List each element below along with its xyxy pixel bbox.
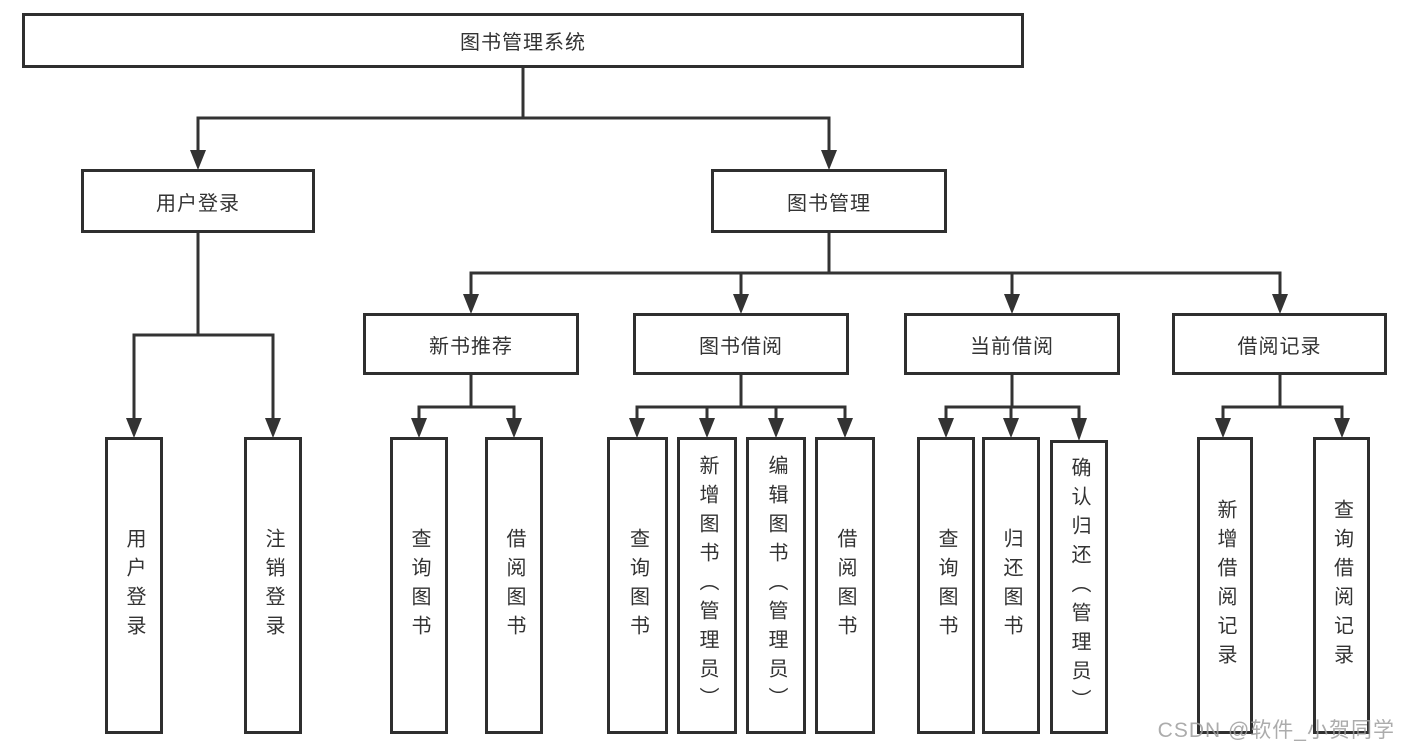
leaf-add-books-admin: 新增图书（管理员） [677,437,737,734]
arrow-down-icon [1272,294,1288,314]
leaf-label: 借阅图书 [834,527,856,644]
leaf-return-books: 归还图书 [982,437,1040,734]
arrow-down-icon [126,418,142,438]
leaf-query-books-current: 查询图书 [917,437,975,734]
leaf-label: 归还图书 [1000,527,1022,644]
leaf-label: 借阅图书 [503,527,525,644]
arrow-down-icon [821,150,837,170]
csdn-watermark: CSDN @软件_小贺同学 [1157,719,1395,742]
arrow-down-icon [190,150,206,170]
leaf-label: 查询借阅记录 [1330,498,1353,673]
node-label: 图书管理系统 [460,32,586,54]
node-label: 用户登录 [156,192,240,215]
leaf-logout: 注销登录 [244,437,302,734]
node-label: 借阅记录 [1237,335,1322,358]
leaf-label: 查询图书 [408,527,430,644]
leaf-borrow-books-recommend: 借阅图书 [485,437,543,734]
node-book-borrow: 图书借阅 [633,313,849,375]
leaf-query-borrow-record: 查询借阅记录 [1313,437,1370,734]
connector-new-book-to-leaves [411,373,522,438]
connector-current-borrow-to-leaves [938,373,1087,441]
arrow-down-icon [411,418,427,438]
leaf-label: 查询图书 [935,527,957,644]
node-label: 图书借阅 [699,335,783,358]
arrow-down-icon [1003,418,1019,438]
leaf-user-login: 用户登录 [105,437,163,734]
node-label: 新书推荐 [429,335,513,358]
arrow-down-icon [265,418,281,438]
arrow-down-icon [837,418,853,438]
leaf-label: 新增借阅记录 [1214,498,1236,673]
leaf-edit-books-admin: 编辑图书（管理员） [746,437,806,734]
arrow-down-icon [938,418,954,438]
node-current-borrow: 当前借阅 [904,313,1120,375]
leaf-label: 编辑图书（管理员） [765,455,787,716]
connector-book-borrow-to-leaves [629,373,853,438]
node-label: 图书管理 [787,192,871,215]
leaf-confirm-return-admin: 确认归还（管理员） [1050,440,1108,734]
connector-user-login-to-leaves [126,230,281,438]
node-label: 当前借阅 [970,335,1054,358]
leaf-borrow-books: 借阅图书 [815,437,875,734]
arrow-down-icon [629,418,645,438]
arrow-down-icon [1215,418,1231,438]
node-root-system: 图书管理系统 [22,13,1024,68]
node-new-book-recommend: 新书推荐 [363,313,579,375]
node-user-login: 用户登录 [81,169,315,233]
arrow-down-icon [768,418,784,438]
leaf-label: 用户登录 [123,527,145,644]
arrow-down-icon [699,418,715,438]
node-borrow-record: 借阅记录 [1172,313,1387,375]
arrow-down-icon [463,294,479,314]
arrow-down-icon [1334,418,1350,438]
arrow-down-icon [1004,294,1020,314]
arrow-down-icon [506,418,522,438]
leaf-label: 新增图书（管理员） [696,455,718,716]
leaf-add-borrow-record: 新增借阅记录 [1197,437,1253,734]
connector-book-management-to-level3 [463,230,1288,314]
arrow-down-icon [733,294,749,314]
leaf-label: 查询图书 [626,527,649,644]
connector-borrow-record-to-leaves [1215,373,1350,438]
arrow-down-icon [1071,418,1087,441]
leaf-label: 确认归还（管理员） [1068,456,1090,718]
node-book-management: 图书管理 [711,169,947,233]
leaf-label: 注销登录 [262,527,284,644]
leaf-query-books-recommend: 查询图书 [390,437,448,734]
leaf-query-books-borrow: 查询图书 [607,437,668,734]
connector-root-to-level2 [190,66,837,170]
